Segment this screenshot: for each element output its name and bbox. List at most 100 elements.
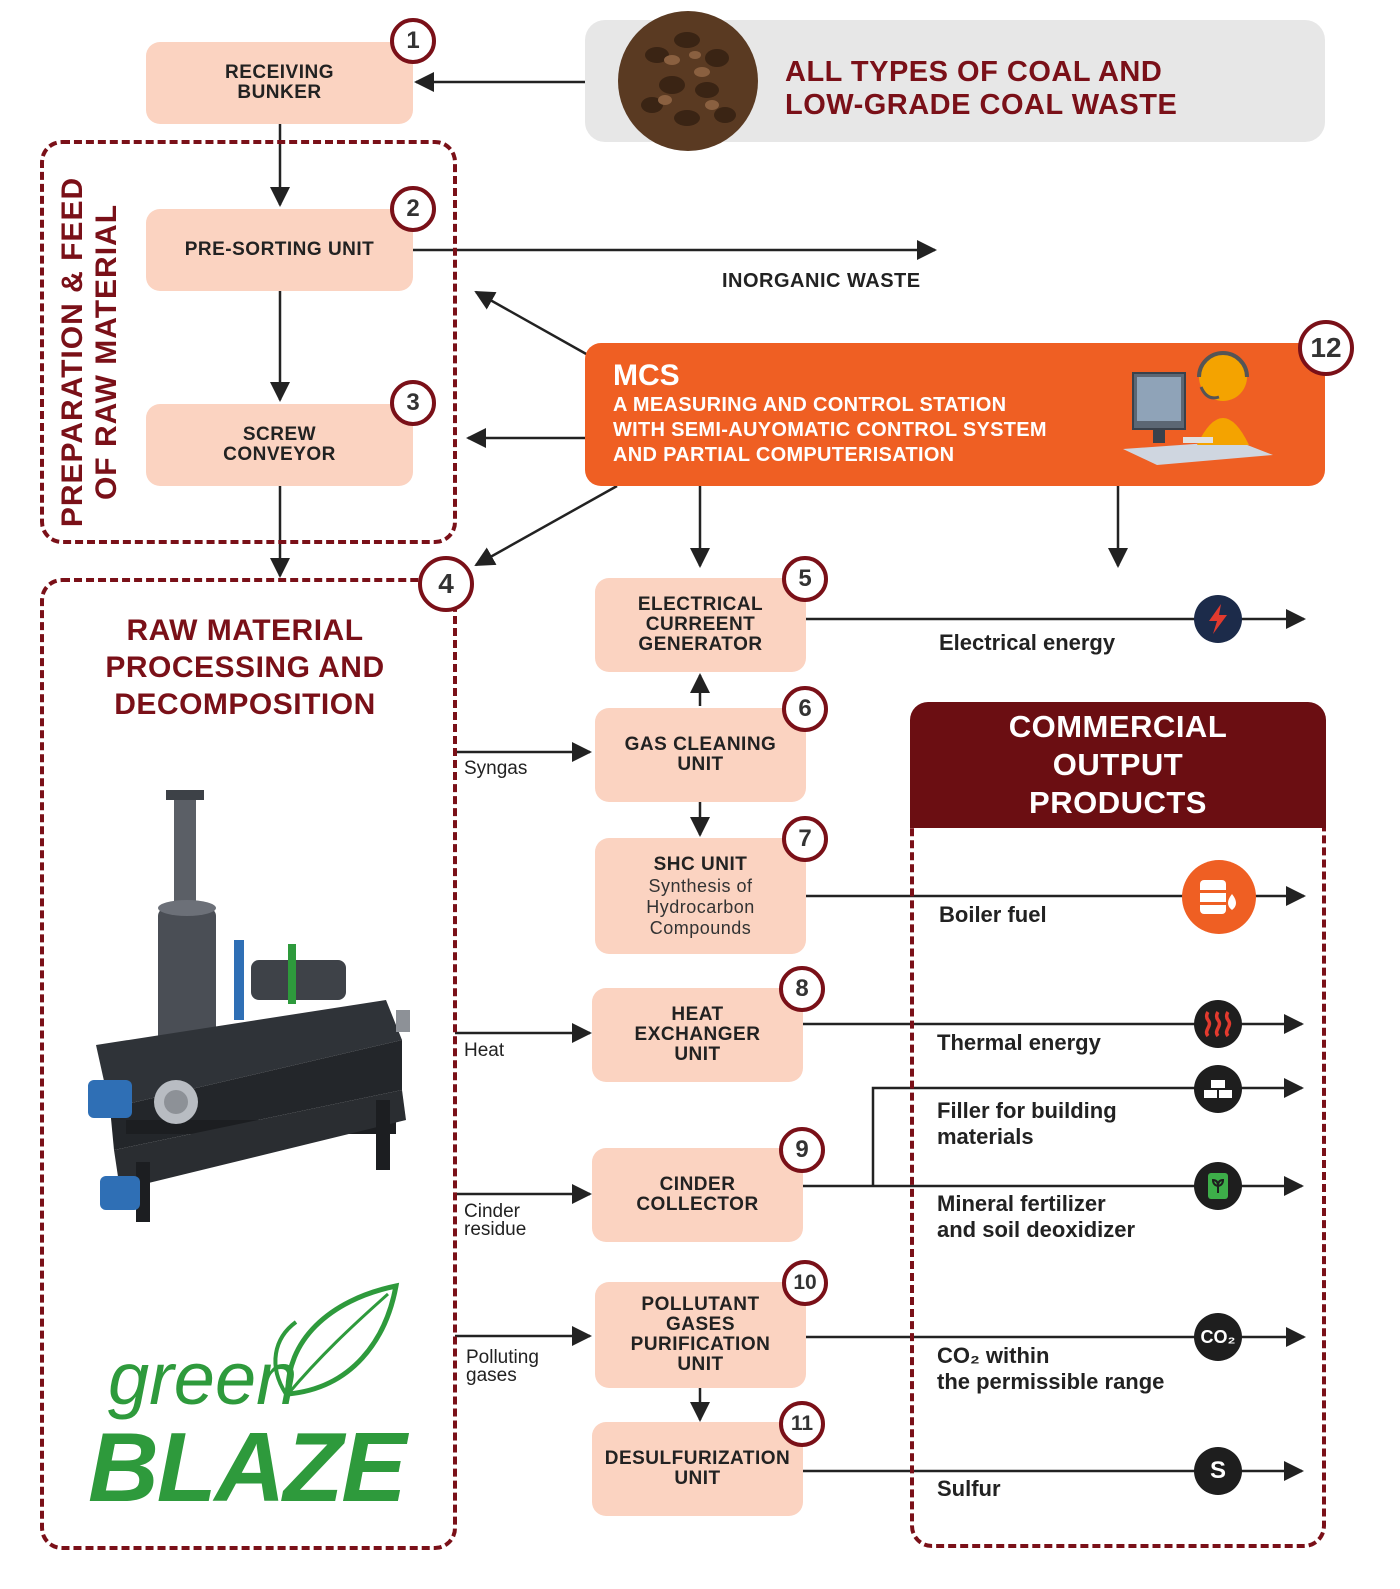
- flow-label-polluting: Polluting gases: [466, 1347, 539, 1386]
- product-label-line: the permissible range: [937, 1369, 1165, 1394]
- product-sulfur: Sulfur: [937, 1476, 1001, 1501]
- arrow-mcs-to-unit4: [474, 484, 618, 567]
- preparation-label-line: OF RAW MATERIAL: [90, 203, 123, 501]
- operator-computer-icon: [1123, 351, 1273, 465]
- product-label-line: Mineral fertilizer: [937, 1191, 1106, 1216]
- mcs-panel: MCS A MEASURING AND CONTROL STATION WITH…: [585, 343, 1325, 486]
- source-title-line: LOW-GRADE COAL WASTE: [785, 89, 1178, 121]
- sulfur-icon: S: [1194, 1447, 1242, 1495]
- unit-label-line: CURREENT: [645, 614, 756, 635]
- unit-heat-exchanger: HEAT EXCHANGER UNIT: [592, 988, 803, 1082]
- lightning-glyph: [1209, 604, 1227, 634]
- unit-cinder-collector: CINDER COLLECTOR: [592, 1148, 803, 1242]
- bricks-icon: [1194, 1065, 1242, 1113]
- unit-sublabel-line: Hydrocarbon: [646, 896, 755, 917]
- unit-gas-cleaning: GAS CLEANING UNIT: [595, 708, 806, 802]
- heat-waves-icon: [1194, 1000, 1242, 1048]
- flow-label-line: residue: [464, 1219, 527, 1240]
- unit-label-line: COLLECTOR: [636, 1194, 759, 1215]
- unit-sublabel-line: Synthesis of: [648, 875, 753, 896]
- flow-label-cinder: Cinder residue: [464, 1201, 527, 1240]
- unit-label-line: UNIT: [674, 1044, 721, 1065]
- preparation-group-border: [40, 140, 457, 544]
- unit-label-line: SCREW: [242, 424, 317, 445]
- unit-label-line: BUNKER: [237, 82, 322, 103]
- product-filler: Filler for building materials: [937, 1098, 1117, 1150]
- fuel-barrel-drop-icon: [1182, 860, 1256, 934]
- products-header-line: OUTPUT: [1052, 747, 1184, 782]
- step-badge-8: 8: [779, 966, 825, 1012]
- mcs-desc-line: WITH SEMI-AUYOMATIC CONTROL SYSTEM: [613, 419, 1047, 441]
- step-badge-2: 2: [390, 186, 436, 232]
- flow-label-line: gases: [466, 1365, 517, 1386]
- processing-group-border: [40, 578, 457, 1550]
- unit-electrical-generator: ELECTRICAL CURREENT GENERATOR: [595, 578, 806, 672]
- unit-label-line: HEAT: [671, 1004, 724, 1025]
- arrow-filler-out: [871, 1078, 1304, 1186]
- step-badge-12: 12: [1298, 320, 1354, 376]
- step-badge-11: 11: [779, 1401, 825, 1447]
- unit-label-line: RECEIVING: [224, 62, 335, 83]
- step-badge-3: 3: [390, 380, 436, 426]
- product-electrical-energy: Electrical energy: [939, 630, 1116, 655]
- processing-title-line: RAW MATERIAL: [126, 614, 364, 647]
- unit-label-line: DESULFURIZATION: [604, 1448, 791, 1469]
- unit-pre-sorting: PRE-SORTING UNIT: [146, 209, 413, 291]
- unit-desulfurization: DESULFURIZATION UNIT: [592, 1422, 803, 1516]
- unit-label-line: GENERATOR: [638, 634, 763, 655]
- product-co2: CO₂ within the permissible range: [937, 1343, 1164, 1395]
- fertilizer-bag-glyph: [1208, 1173, 1228, 1199]
- logo-word-green: green: [108, 1337, 298, 1420]
- products-header-line: PRODUCTS: [1029, 785, 1207, 820]
- flow-label-line: Cinder: [464, 1201, 520, 1222]
- unit-pollutant-purification: POLLUTANT GASES PURIFICATION UNIT: [595, 1282, 806, 1388]
- product-boiler-fuel: Boiler fuel: [939, 902, 1047, 927]
- unit-label-line: EXCHANGER: [634, 1024, 761, 1045]
- unit-label-line: PURIFICATION: [630, 1334, 771, 1355]
- mcs-desc-line: AND PARTIAL COMPUTERISATION: [613, 444, 955, 466]
- flow-label-line: Polluting: [466, 1347, 539, 1368]
- unit-label-line: UNIT: [674, 1468, 721, 1489]
- reactor-machine-image: [88, 790, 410, 1222]
- mcs-title: MCS: [613, 359, 680, 392]
- unit-label-line: SHC UNIT: [653, 853, 748, 875]
- unit-label-line: PRE-SORTING UNIT: [184, 239, 375, 260]
- preparation-label-line: PREPARATION & FEED: [56, 176, 89, 528]
- step-badge-1: 1: [390, 18, 436, 64]
- products-group-border: [910, 760, 1326, 1548]
- step-badge-5: 5: [782, 556, 828, 602]
- unit-sublabel-line: Compounds: [649, 917, 752, 938]
- step-badge-10: 10: [782, 1260, 828, 1306]
- mcs-desc-line: A MEASURING AND CONTROL STATION: [613, 394, 1007, 416]
- step-badge-9: 9: [779, 1127, 825, 1173]
- leaf-logo-icon: [273, 1282, 400, 1397]
- coal-pile-image: [618, 11, 758, 151]
- heat-waves-glyph: [1204, 1010, 1232, 1038]
- co2-icon: CO₂: [1194, 1313, 1242, 1361]
- unit-label-line: UNIT: [677, 754, 724, 775]
- step-badge-4: 4: [418, 556, 474, 612]
- inorganic-waste-label: INORGANIC WASTE: [722, 270, 921, 292]
- fertilizer-bag-icon: [1194, 1162, 1242, 1210]
- products-header-line: COMMERCIAL: [1008, 709, 1228, 744]
- unit-label-line: GASES: [665, 1314, 736, 1335]
- processing-group-title: RAW MATERIAL PROCESSING AND DECOMPOSITIO…: [60, 612, 430, 723]
- product-label-line: and soil deoxidizer: [937, 1217, 1136, 1242]
- step-badge-6: 6: [782, 686, 828, 732]
- product-label-line: Filler for building: [937, 1098, 1117, 1123]
- unit-screw-conveyor: SCREW CONVEYOR: [146, 404, 413, 486]
- mcs-description: A MEASURING AND CONTROL STATION WITH SEM…: [613, 393, 1093, 468]
- logo-word-blaze: BLAZE: [88, 1412, 407, 1522]
- bricks-glyph: [1204, 1080, 1232, 1098]
- products-group-header: COMMERCIAL OUTPUT PRODUCTS: [910, 702, 1326, 828]
- unit-shc: SHC UNIT Synthesis of Hydrocarbon Compou…: [595, 838, 806, 954]
- step-badge-7: 7: [782, 816, 828, 862]
- arrow-mcs-to-prep-top: [474, 290, 589, 357]
- source-title: ALL TYPES OF COAL AND LOW-GRADE COAL WAS…: [785, 56, 1177, 122]
- unit-label-line: POLLUTANT: [641, 1294, 760, 1315]
- raw-material-source-panel: ALL TYPES OF COAL AND LOW-GRADE COAL WAS…: [585, 11, 1325, 151]
- unit-label-line: UNIT: [677, 1354, 724, 1375]
- product-label-line: materials: [937, 1124, 1034, 1149]
- flow-label-heat: Heat: [464, 1040, 505, 1061]
